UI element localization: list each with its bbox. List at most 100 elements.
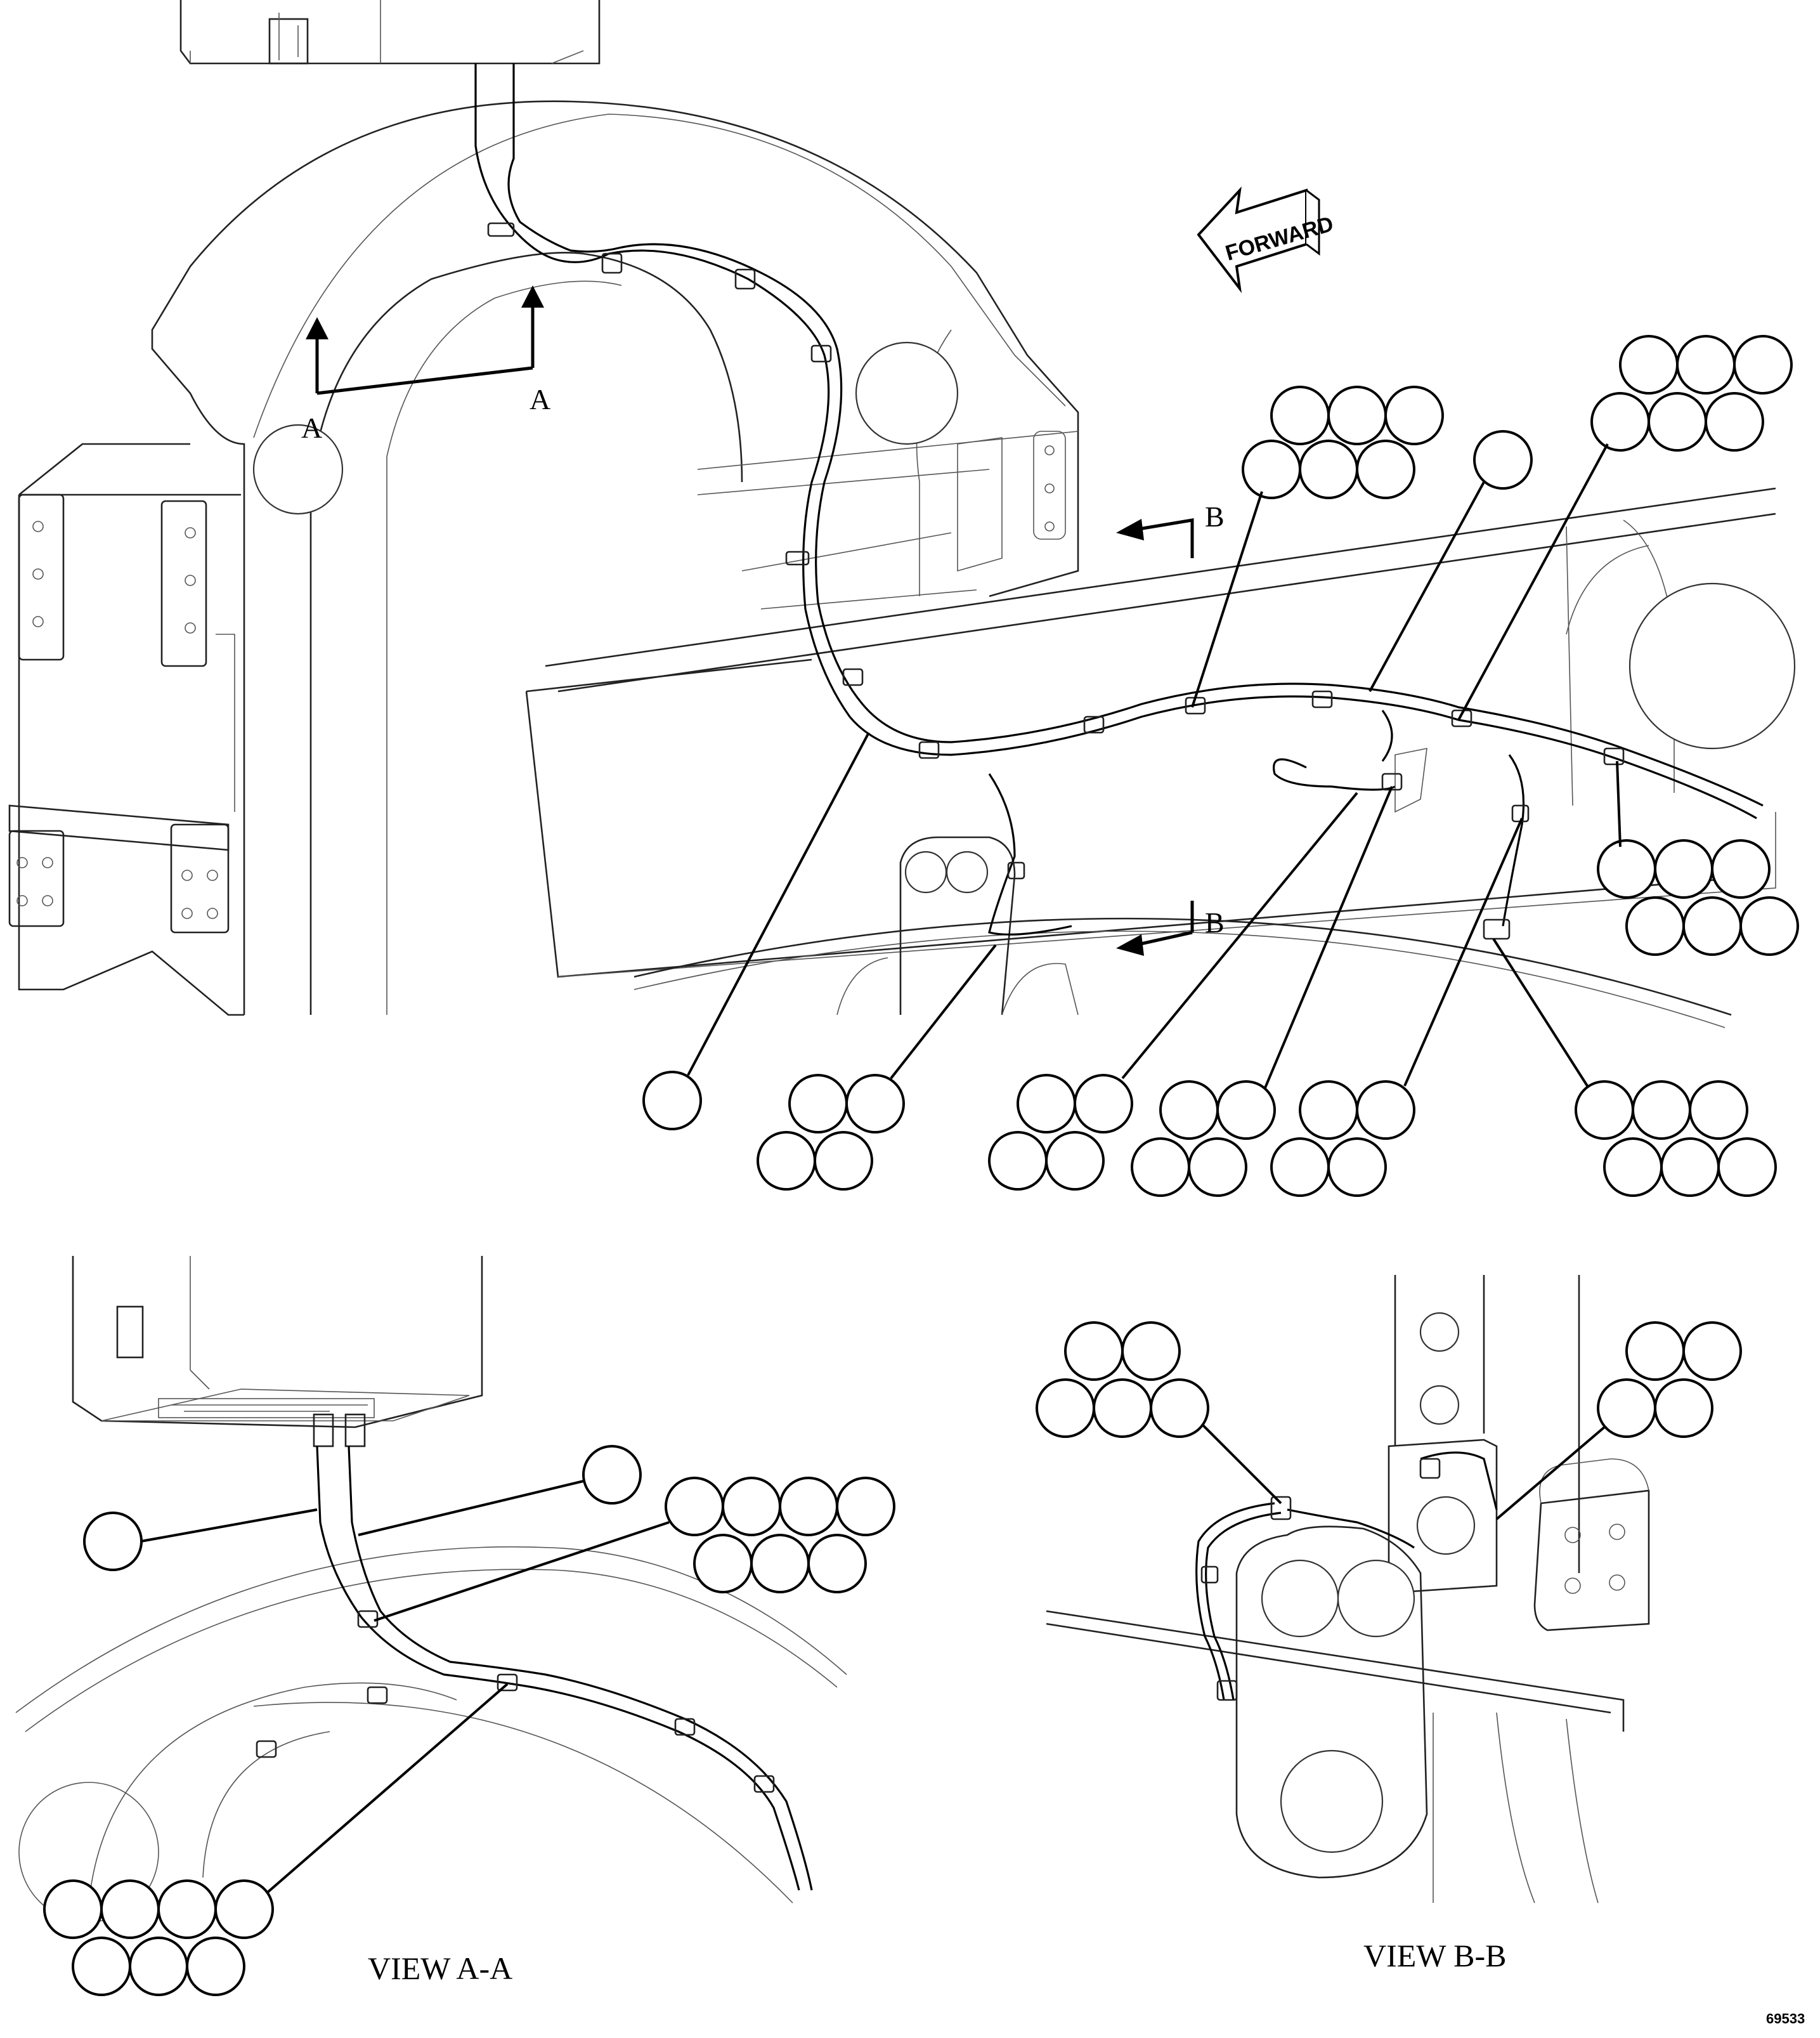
callout-bubble bbox=[1270, 386, 1330, 445]
view-b-caption: VIEW B-B bbox=[1363, 1938, 1506, 1973]
callout-bubble bbox=[722, 1477, 781, 1536]
left-bracket-structure bbox=[8, 443, 244, 1016]
callout-bubble bbox=[1473, 430, 1533, 490]
callout-bubble bbox=[1619, 335, 1679, 395]
callout-bubble bbox=[1717, 1137, 1777, 1197]
callout-bubble bbox=[1384, 386, 1444, 445]
callout-bubble bbox=[988, 1131, 1048, 1191]
callout-cluster-lower-1 bbox=[757, 944, 997, 1191]
callout-bubble bbox=[43, 1879, 103, 1939]
callout-bubble bbox=[1597, 1378, 1656, 1438]
callout-bubble bbox=[1036, 1378, 1095, 1438]
callout-bubble bbox=[1575, 1080, 1634, 1140]
callout-bubble bbox=[1625, 896, 1685, 956]
callout-bubble bbox=[1654, 1378, 1713, 1438]
arched-frame bbox=[151, 100, 1079, 1015]
callout-cluster-frame-clip bbox=[1191, 386, 1444, 708]
view-a-callouts bbox=[43, 1445, 895, 1996]
callout-bubble bbox=[1270, 1137, 1330, 1197]
callout-cluster-upper-right bbox=[1457, 335, 1793, 721]
callout-bubble bbox=[757, 1131, 816, 1191]
callout-bubble bbox=[1216, 1080, 1276, 1140]
callout-bubble bbox=[1711, 839, 1771, 899]
callout-bubble bbox=[642, 1071, 702, 1130]
section-b-label-top: B bbox=[1205, 500, 1225, 533]
view-b-post bbox=[1394, 1275, 1580, 1573]
callout-bubble bbox=[814, 1131, 873, 1191]
callout-bubble bbox=[1159, 1080, 1219, 1140]
callout-bubble bbox=[1356, 1080, 1415, 1140]
callout-bubble bbox=[83, 1512, 143, 1571]
callout-cluster-lower-4 bbox=[1270, 818, 1523, 1197]
callout-bubble bbox=[807, 1534, 867, 1593]
view-b-b: VIEW B-B bbox=[1036, 1275, 1742, 1973]
callout-bubble bbox=[1131, 1137, 1190, 1197]
callout-cluster-lower-5 bbox=[1492, 937, 1777, 1197]
callout-bubble bbox=[1660, 1137, 1720, 1197]
callout-bubble bbox=[72, 1937, 131, 1996]
main-isometric-view: A A B B FORWARD bbox=[8, 0, 1799, 1197]
callout-bubble bbox=[1590, 392, 1650, 452]
callout-bubble bbox=[582, 1445, 642, 1505]
callout-bubble bbox=[1074, 1074, 1133, 1133]
callout-bubble bbox=[1648, 392, 1707, 452]
main-callouts bbox=[642, 335, 1799, 1197]
section-b-label-bottom: B bbox=[1205, 906, 1225, 939]
section-a-indicator: A A bbox=[301, 285, 550, 444]
callout-bubble bbox=[1188, 1137, 1247, 1197]
callout-bubble bbox=[129, 1937, 188, 1996]
section-a-label-right: A bbox=[530, 383, 550, 415]
forward-arrow-icon: FORWARD bbox=[1197, 186, 1336, 294]
callout-bubble bbox=[1705, 392, 1764, 452]
callout-bubble bbox=[1632, 1080, 1691, 1140]
main-wire-harness bbox=[474, 63, 1764, 940]
callout-bubble bbox=[1121, 1321, 1181, 1381]
callout-bubble bbox=[788, 1074, 848, 1133]
callout-bubble bbox=[1733, 335, 1793, 395]
view-a-a: VIEW A-A bbox=[15, 1256, 895, 1996]
callout-bubble bbox=[1150, 1378, 1209, 1438]
view-b-harness bbox=[1195, 1502, 1275, 1701]
view-a-caption: VIEW A-A bbox=[368, 1950, 512, 1986]
callout-bubble bbox=[214, 1879, 274, 1939]
callout-bubble bbox=[1093, 1378, 1152, 1438]
callout-single-main bbox=[642, 732, 870, 1130]
callout-single-harness bbox=[1368, 430, 1533, 692]
figure-number: 69533 bbox=[1766, 2011, 1805, 2027]
callout-bubble bbox=[1689, 1080, 1748, 1140]
callout-cluster-lower-2 bbox=[988, 792, 1358, 1191]
callout-bubble bbox=[1676, 335, 1736, 395]
callout-bubble bbox=[845, 1074, 905, 1133]
callout-bubble bbox=[1327, 1137, 1387, 1197]
section-a-label-left: A bbox=[301, 412, 322, 444]
view-b-callouts bbox=[1036, 1321, 1742, 1520]
callout-bubble bbox=[1299, 440, 1358, 499]
cabinet-top bbox=[179, 0, 601, 65]
callout-cluster-lower-3 bbox=[1131, 786, 1393, 1197]
callout-bubble bbox=[1045, 1131, 1105, 1191]
view-a-outer-arch bbox=[15, 1546, 847, 1713]
callout-bubble bbox=[1603, 1137, 1663, 1197]
callout-bubble bbox=[1356, 440, 1415, 499]
callout-bubble bbox=[779, 1477, 838, 1536]
section-b-indicator: B B bbox=[1116, 500, 1225, 956]
callout-bubble bbox=[1064, 1321, 1124, 1381]
callout-bubble bbox=[1597, 839, 1656, 899]
callout-bubble bbox=[1017, 1074, 1076, 1133]
callout-bubble bbox=[1625, 1321, 1685, 1381]
view-a-cabinet bbox=[72, 1256, 483, 1447]
callout-bubble bbox=[1327, 386, 1387, 445]
callout-bubble bbox=[1242, 440, 1301, 499]
callout-bubble bbox=[836, 1477, 895, 1536]
callout-bubble bbox=[693, 1534, 753, 1593]
view-b-lug bbox=[1235, 1525, 1428, 1879]
harness-clips bbox=[487, 222, 1625, 940]
callout-bubble bbox=[1739, 896, 1799, 956]
callout-cluster-right-clip bbox=[1597, 761, 1799, 956]
callout-bubble bbox=[186, 1937, 245, 1996]
callout-bubble bbox=[100, 1879, 160, 1939]
callout-bubble bbox=[1299, 1080, 1358, 1140]
callout-bubble bbox=[750, 1534, 810, 1593]
